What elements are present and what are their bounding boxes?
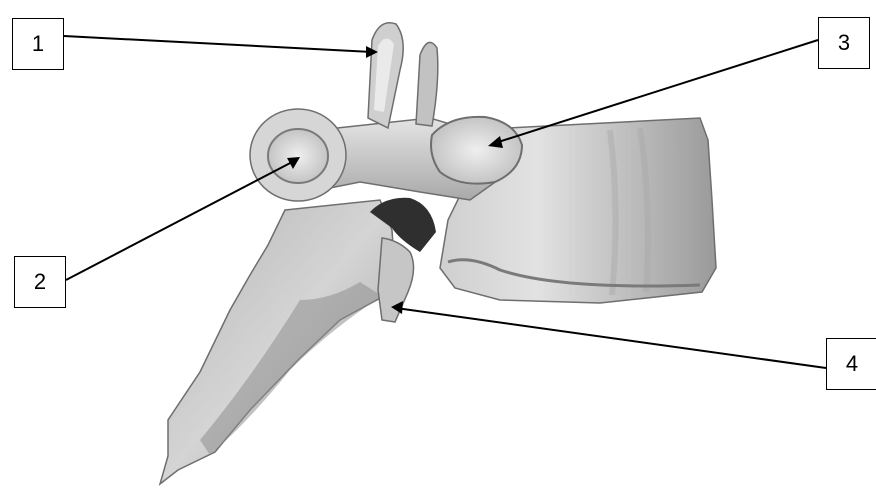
transverse-costal-facet xyxy=(268,129,328,183)
label-4: 4 xyxy=(826,338,876,390)
label-2: 2 xyxy=(14,256,66,308)
leader-line-4 xyxy=(396,308,826,368)
label-2-text: 2 xyxy=(34,269,46,295)
label-4-text: 4 xyxy=(846,351,858,377)
label-3-text: 3 xyxy=(838,30,850,56)
label-1-text: 1 xyxy=(32,31,44,57)
label-1: 1 xyxy=(12,18,64,70)
leader-line-1 xyxy=(64,36,372,52)
superior-articular-process-rear xyxy=(416,42,438,126)
label-3: 3 xyxy=(818,17,870,69)
superior-costal-facet xyxy=(431,117,522,184)
